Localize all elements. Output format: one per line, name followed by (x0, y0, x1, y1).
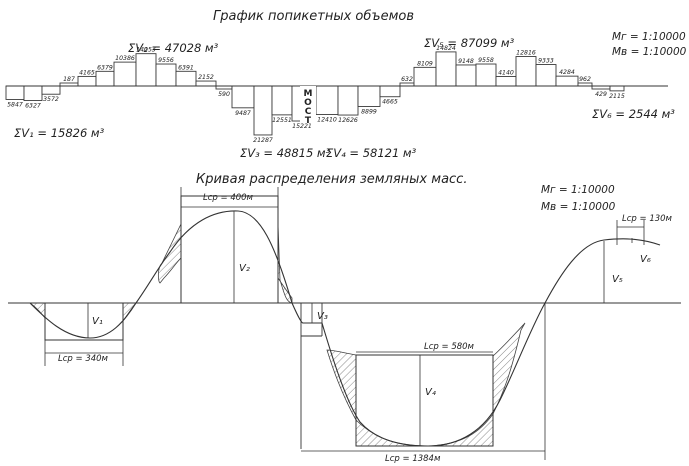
histogram-bar-label: 15221 (292, 123, 312, 130)
histogram-bar-label: 12816 (516, 50, 536, 57)
histogram-bar (23, 85, 43, 102)
histogram-scale-vertical: Мв = 1:10000 (612, 46, 687, 58)
histogram-bar-label: 14053 (136, 47, 156, 54)
histogram-bar-label: 4165 (79, 69, 95, 76)
histogram-bar-label: 14824 (436, 45, 456, 52)
volume-label-v6: V₆ (640, 254, 651, 265)
histogram-bar-label: 962 (579, 76, 591, 83)
bridge-gap (300, 86, 316, 122)
histogram-bar-label: 9333 (538, 58, 554, 65)
histogram-bar-label: 3572 (43, 96, 59, 103)
histogram-bar-label: 187 (63, 76, 75, 83)
histogram-bar-label: 12551 (272, 117, 292, 124)
hatch-area-3b (492, 322, 526, 415)
histogram-bar-label: 4140 (498, 69, 514, 76)
histogram-bar (41, 85, 61, 95)
sum-v1: ΣV₁ = 15826 м³ (14, 126, 105, 140)
mass-curve-diagram: Кривая распределения земляных масс. Мг =… (8, 172, 681, 464)
haul-label-2: Lср = 400м (203, 193, 254, 203)
balance-box-1 (44, 302, 124, 341)
histogram-bar (455, 64, 477, 87)
histogram-bar (475, 63, 497, 87)
mass-curve-scale-vertical: Мв = 1:10000 (541, 201, 616, 213)
histogram-bar-label: 632 (401, 76, 413, 83)
bridge-letter: Т (305, 116, 312, 126)
hatch-area-2b (277, 223, 293, 304)
volume-label-v1: V₁ (92, 316, 103, 327)
hatch-area-2a (157, 223, 182, 284)
haul-label-4: Lср = 1384м (385, 454, 441, 464)
mass-curve-line (29, 210, 661, 447)
bridge-letter: С (305, 107, 312, 117)
volume-label-v5: V₅ (612, 274, 623, 285)
mass-curve-scale-horizontal: Мг = 1:10000 (541, 184, 615, 196)
hatch-area-3a (326, 349, 357, 421)
histogram-bar (77, 75, 97, 87)
histogram-bar-label: 4284 (559, 69, 575, 76)
sum-v3: ΣV₃ = 48815 м³ (240, 146, 331, 160)
histogram-bar (413, 66, 437, 87)
histogram-bar-label: 9558 (478, 57, 494, 64)
histogram-bar-label: 9556 (158, 57, 174, 64)
haul-label-1: Lср = 340м (58, 354, 109, 364)
histogram-bar (337, 85, 359, 116)
histogram-bar (495, 76, 517, 87)
histogram-bar (515, 56, 537, 87)
histogram-bar (535, 64, 557, 87)
histogram-bar (555, 75, 579, 87)
volume-label-v2: V₂ (239, 263, 250, 274)
histogram-bar-label: 2152 (198, 74, 214, 81)
histogram-bar (113, 61, 137, 87)
histogram-bar-label: 6379 (97, 64, 113, 71)
histogram-bar-label: 590 (218, 91, 230, 98)
histogram-bar-label: 8109 (417, 60, 433, 67)
sum-v6: ΣV₆ = 2544 м³ (592, 107, 675, 121)
histogram-bar (5, 85, 25, 100)
histogram-bar-label: 8899 (361, 108, 377, 115)
volume-label-v4: V₄ (425, 387, 436, 398)
histogram-bar (175, 70, 197, 87)
histogram-bar (609, 85, 625, 92)
histogram-bar-label: 4665 (382, 99, 398, 106)
histogram-bar-label: 9148 (458, 58, 474, 65)
histogram: График попикетных объемов Мг = 1:10000 М… (5, 9, 687, 160)
sum-v5: ΣV₅ = 87099 м³ (424, 36, 515, 50)
balance-box-2 (180, 195, 279, 304)
histogram-bar-label: 429 (595, 91, 607, 98)
histogram-bar-label: 21287 (253, 137, 273, 144)
histogram-bar-label: 12626 (338, 117, 358, 124)
histogram-bar-label: 9487 (235, 110, 251, 117)
histogram-bar (95, 70, 115, 87)
histogram-bar-label: 12410 (317, 117, 337, 124)
bridge-letter: О (304, 98, 312, 108)
histogram-bar (315, 85, 339, 115)
histogram-bar-label: 5847 (7, 101, 23, 108)
mass-curve-title: Кривая распределения земляных масс. (196, 172, 467, 187)
histogram-bar (231, 85, 255, 109)
histogram-bar (271, 85, 293, 116)
histogram-bar (135, 53, 157, 87)
histogram-bar (357, 85, 381, 107)
hatch-area-4a (355, 412, 494, 447)
histogram-bar-label: 6327 (25, 103, 41, 110)
histogram-bar-label: 10386 (115, 55, 135, 62)
sum-v2: ΣV₂ = 47028 м³ (128, 41, 219, 55)
bridge-letter: М (304, 89, 313, 99)
histogram-bar (435, 51, 457, 87)
volume-label-v3: V₃ (317, 311, 328, 322)
haul-label-3: Lср = 580м (424, 342, 475, 352)
histogram-bar (379, 85, 401, 98)
histogram-bar-label: 2115 (609, 93, 625, 100)
histogram-bar (253, 85, 273, 136)
haul-label-5: Lср = 130м (622, 214, 673, 224)
sum-v4: ΣV₄ = 58121 м³ (326, 146, 417, 160)
histogram-bar (195, 80, 217, 87)
bridge-label: М О С Т (304, 89, 313, 126)
histogram-bar (155, 63, 177, 87)
histogram-title: График попикетных объемов (213, 9, 414, 24)
histogram-scale-horizontal: Мг = 1:10000 (612, 31, 686, 43)
histogram-bar-label: 6391 (178, 64, 194, 71)
